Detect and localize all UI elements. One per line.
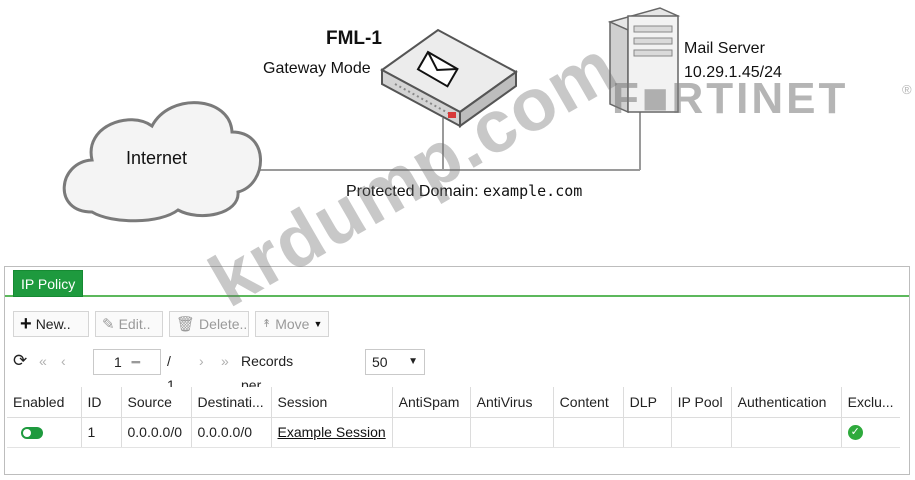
policy-table: Enabled ID Source Destinati... Session A… [7, 387, 900, 448]
delete-button[interactable]: 🗑 Delete.. [169, 311, 249, 337]
mail-server-ip: 10.29.1.45/24 [684, 64, 782, 81]
cell-source: 0.0.0.0/0 [121, 417, 192, 448]
new-button-label: New.. [35, 316, 71, 332]
fml-title: FML-1 [326, 28, 382, 49]
toggle-on-icon[interactable] [21, 427, 43, 440]
edit-button[interactable]: ✎ Edit.. [95, 311, 163, 337]
plus-icon: + [20, 313, 32, 335]
edit-icon: ✎ [102, 315, 115, 333]
internet-label: Internet [126, 148, 188, 168]
protected-domain-label: Protected Domain: [346, 183, 479, 200]
next-page-icon[interactable]: › [199, 353, 204, 369]
fortinet-watermark: F■RTINET [612, 74, 849, 123]
move-button[interactable]: ↟ Move ▼ [255, 311, 329, 337]
page-number-input[interactable]: 1 ━ [93, 349, 161, 375]
session-link[interactable]: Example Session [277, 424, 386, 440]
fml-mode-label: Gateway Mode [263, 60, 371, 77]
page-input-spinner-icon: ━ [131, 354, 141, 370]
diagram-graphics [62, 7, 681, 223]
chevron-down-icon: ▼ [313, 318, 323, 329]
prev-page-icon[interactable]: ‹ [61, 353, 66, 369]
col-antispam[interactable]: AntiSpam [392, 387, 471, 418]
network-diagram: FML-1 Gateway Mode Internet Mail Server … [62, 7, 912, 223]
cell-antivirus [470, 417, 554, 448]
last-page-icon[interactable]: » [221, 353, 229, 369]
table-header-row: Enabled ID Source Destinati... Session A… [7, 387, 900, 418]
cell-ip-pool [671, 417, 732, 448]
mail-server-label: Mail Server [684, 40, 765, 57]
protected-domain-value: example.com [482, 182, 583, 200]
cell-destination: 0.0.0.0/0 [191, 417, 272, 448]
protected-domain: Protected Domain: example.com [346, 182, 582, 201]
records-per-page-value: 50 [372, 354, 388, 370]
mail-server-icon [607, 7, 681, 114]
col-antivirus[interactable]: AntiVirus [470, 387, 554, 418]
refresh-icon[interactable]: ⟳ [13, 351, 28, 370]
new-button[interactable]: + New.. [13, 311, 89, 337]
check-circle-icon: ✓ [847, 425, 863, 441]
col-enabled[interactable]: Enabled [7, 387, 82, 418]
cell-enabled[interactable] [7, 417, 82, 448]
col-authentication[interactable]: Authentication [731, 387, 842, 418]
tab-strip: IP Policy [5, 267, 909, 297]
col-id[interactable]: ID [81, 387, 122, 418]
col-destination[interactable]: Destinati... [191, 387, 272, 418]
first-page-icon[interactable]: « [39, 353, 47, 369]
table-row[interactable]: 1 0.0.0.0/0 0.0.0.0/0 Example Session ✓ [7, 417, 900, 448]
col-session[interactable]: Session [271, 387, 393, 418]
fortimail-appliance-icon [380, 28, 518, 128]
cell-antispam [392, 417, 471, 448]
move-button-label: Move [275, 316, 310, 332]
page-number-value: 1 [113, 354, 122, 370]
cell-content [553, 417, 624, 448]
cell-authentication [731, 417, 842, 448]
chevron-down-icon: ▼ [408, 356, 418, 367]
records-per-page-label: Records per page: [241, 353, 294, 417]
fortinet-registered-mark: ® [902, 82, 912, 97]
ip-policy-panel: IP Policy + New.. ✎ Edit.. 🗑 Delete.. ↟ … [4, 266, 910, 475]
col-ip-pool[interactable]: IP Pool [671, 387, 732, 418]
delete-button-label: Delete.. [199, 316, 248, 332]
col-source[interactable]: Source [121, 387, 192, 418]
tab-ip-policy[interactable]: IP Policy [13, 270, 84, 297]
trash-icon: 🗑 [176, 315, 196, 333]
edit-button-label: Edit.. [118, 316, 151, 332]
col-exclusive[interactable]: Exclu... [841, 387, 900, 418]
cell-exclusive: ✓ [841, 417, 900, 448]
move-icon: ↟ [262, 317, 272, 330]
total-pages: / 1 [167, 353, 175, 393]
cell-dlp [623, 417, 672, 448]
col-dlp[interactable]: DLP [623, 387, 672, 418]
cell-id: 1 [81, 417, 122, 448]
internet-cloud-icon [62, 101, 262, 223]
col-content[interactable]: Content [553, 387, 624, 418]
records-per-page-select[interactable]: 50 ▼ [365, 349, 425, 375]
cell-session: Example Session [271, 417, 393, 448]
